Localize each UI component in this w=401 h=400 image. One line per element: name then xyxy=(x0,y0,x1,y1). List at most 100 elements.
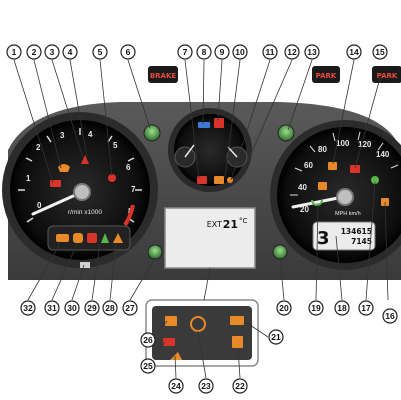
callout-21: 21 xyxy=(268,329,284,345)
svg-text:20: 20 xyxy=(279,303,289,313)
callout-8: 8 xyxy=(196,44,212,60)
callout-1: 1 xyxy=(6,44,22,60)
callout-12: 12 xyxy=(284,44,300,60)
gear-indicator: 3 xyxy=(317,228,330,249)
right-turn-indicator xyxy=(277,124,295,142)
odometer-reset-button xyxy=(80,262,90,268)
callout-group: 1 2 3 4 5 6 7 8 9 10 11 12 13 14 15 16 1… xyxy=(6,44,398,394)
leader-lines xyxy=(13,59,389,379)
inset-icon-trailer xyxy=(165,316,177,326)
svg-text:30: 30 xyxy=(67,303,77,313)
high-beam-icon xyxy=(198,122,210,128)
svg-text:27: 27 xyxy=(125,303,135,313)
svg-text:9: 9 xyxy=(220,47,225,57)
svg-text:3: 3 xyxy=(50,47,55,57)
fuel-warning-icon-1 xyxy=(56,234,69,242)
speedometer: 20 40 60 80 100 120 140 MPH km/h 3 13461… xyxy=(270,120,401,270)
tach-unit: r/min x1000 xyxy=(68,209,102,216)
svg-text:26: 26 xyxy=(143,335,153,345)
svg-text:1: 1 xyxy=(12,47,17,57)
callout-13: 13 xyxy=(304,44,320,60)
callout-28: 28 xyxy=(102,300,118,316)
speed-unit: MPH km/h xyxy=(335,211,361,217)
callout-4: 4 xyxy=(62,44,78,60)
cruise-control-icon xyxy=(371,176,379,184)
center-gauge xyxy=(168,108,252,192)
callout-5: 5 xyxy=(92,44,108,60)
tach-tick-3: 3 xyxy=(60,131,65,140)
fuel-warning-icon-4 xyxy=(101,233,109,243)
odometer-panel xyxy=(312,221,376,251)
svg-text:PARK: PARK xyxy=(316,72,337,80)
lcd-unit: °C xyxy=(239,217,248,225)
svg-text:40: 40 xyxy=(298,183,307,192)
svg-text:60: 60 xyxy=(304,161,313,170)
svg-text:2: 2 xyxy=(32,47,37,57)
svg-text:25: 25 xyxy=(143,361,153,371)
callout-18: 18 xyxy=(334,300,350,316)
callout-10: 10 xyxy=(232,44,248,60)
lcd-value: 21 xyxy=(223,218,238,231)
park-brake-icon xyxy=(350,165,360,173)
speed-needle xyxy=(291,195,345,209)
svg-text:12: 12 xyxy=(287,47,297,57)
speed-hub xyxy=(336,188,354,206)
callout-16-label: 16 xyxy=(385,311,395,321)
svg-text:4: 4 xyxy=(68,47,73,57)
callout-22: 22 xyxy=(232,378,248,394)
inset-icon-hdc xyxy=(170,352,182,360)
svg-text:120: 120 xyxy=(358,140,372,149)
engine-check-icon xyxy=(58,164,70,172)
callout-17: 17 xyxy=(358,300,374,316)
tach-hub xyxy=(73,183,91,201)
svg-text:PARK: PARK xyxy=(377,72,398,80)
hazard-icon xyxy=(113,233,123,243)
left-turn-indicator xyxy=(143,124,161,142)
svg-text:15: 15 xyxy=(375,47,385,57)
seatbelt-warning-icon xyxy=(81,155,89,164)
fuel-warning-icon-3 xyxy=(87,233,97,243)
callout-11: 11 xyxy=(262,44,278,60)
svg-text:18: 18 xyxy=(337,303,347,313)
svg-text:13: 13 xyxy=(307,47,317,57)
trip-reset-button-left xyxy=(147,244,163,260)
callout-20: 20 xyxy=(276,300,292,316)
callout-15: 15 xyxy=(372,44,388,60)
lcd-label: EXT xyxy=(207,220,222,229)
trip-value: 7145 xyxy=(351,237,372,246)
lcd-display: EXT 21 °C xyxy=(164,207,256,269)
svg-text:24: 24 xyxy=(171,381,181,391)
callout-2: 2 xyxy=(26,44,42,60)
svg-text:21: 21 xyxy=(271,332,281,342)
abs-warning-icon xyxy=(318,182,327,190)
callout-19: 19 xyxy=(308,300,324,316)
svg-text:80: 80 xyxy=(318,145,327,154)
svg-text:29: 29 xyxy=(87,303,97,313)
tach-tick-4: 4 xyxy=(88,130,93,139)
callout-16: 16 xyxy=(382,308,398,324)
callout-3: 3 xyxy=(44,44,60,60)
svg-text:22: 22 xyxy=(235,381,245,391)
park-badge-center: PARK xyxy=(312,66,340,83)
callout-29: 29 xyxy=(84,300,100,316)
svg-text:17: 17 xyxy=(361,303,371,313)
inset-warning-panel xyxy=(145,299,259,367)
odometer-value: 134615 xyxy=(341,227,372,236)
callout-25: 25 xyxy=(140,358,156,374)
svg-text:5: 5 xyxy=(98,47,103,57)
callout-6: 6 xyxy=(120,44,136,60)
svg-text:23: 23 xyxy=(201,381,211,391)
callout-27: 27 xyxy=(122,300,138,316)
brake-badge: BRAKE xyxy=(148,66,178,83)
brake-warning-icon xyxy=(197,176,207,184)
svg-text:19: 19 xyxy=(311,303,321,313)
svg-text:31: 31 xyxy=(47,303,57,313)
svg-text:8: 8 xyxy=(202,47,207,57)
inset-icon-gearbox xyxy=(230,316,244,325)
tach-tick-6: 6 xyxy=(126,163,131,172)
callout-26: 26 xyxy=(140,332,156,348)
trip-reset-button-right xyxy=(272,244,288,260)
tach-tick-5: 5 xyxy=(113,141,118,150)
park-badge-right: PARK xyxy=(372,66,401,83)
